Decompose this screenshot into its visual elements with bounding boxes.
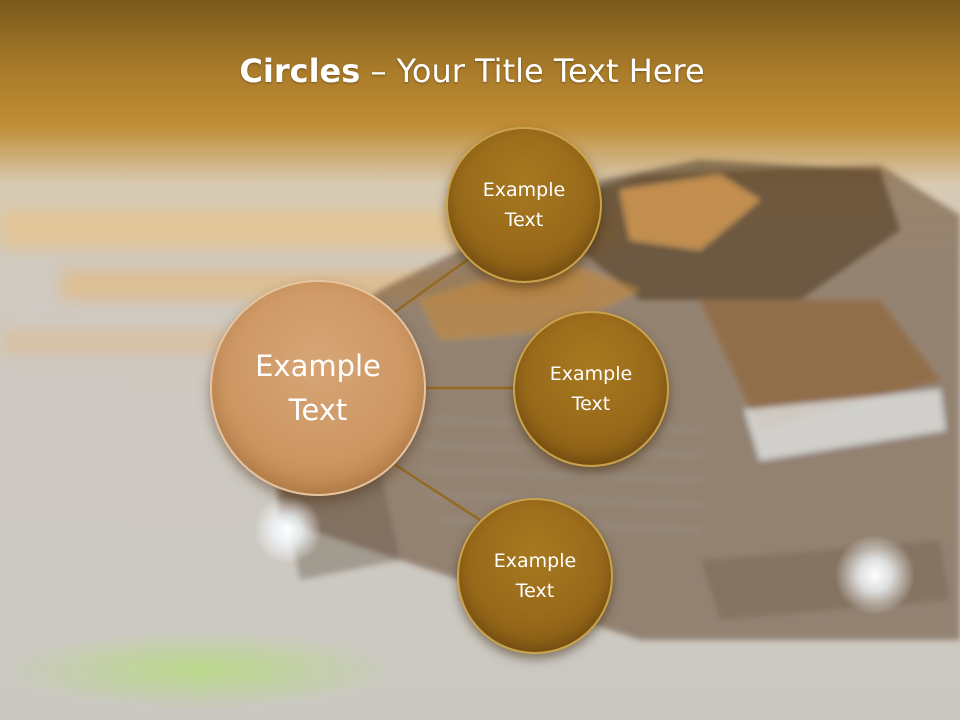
center-circle-line2: Text: [288, 393, 348, 427]
middle-circle-line1: Example: [549, 363, 633, 385]
center-circle-line1: Example: [255, 349, 381, 383]
bottom-circle[interactable]: Example Text: [457, 498, 613, 654]
slide-title-rest: – Your Title Text Here: [360, 52, 705, 90]
bottom-circle-line1: Example: [493, 550, 577, 572]
center-circle[interactable]: Example Text: [210, 280, 426, 496]
middle-circle-line2: Text: [571, 393, 611, 415]
bottom-circle-line2: Text: [515, 580, 555, 602]
top-circle-line1: Example: [482, 179, 566, 201]
slide-title: Circles – Your Title Text Here: [0, 52, 944, 90]
connector-bottom: [393, 462, 481, 522]
middle-circle[interactable]: Example Text: [513, 311, 669, 467]
top-circle[interactable]: Example Text: [446, 127, 602, 283]
top-circle-line2: Text: [504, 209, 544, 231]
slide-title-bold: Circles: [239, 52, 361, 90]
connector-top: [391, 256, 471, 316]
